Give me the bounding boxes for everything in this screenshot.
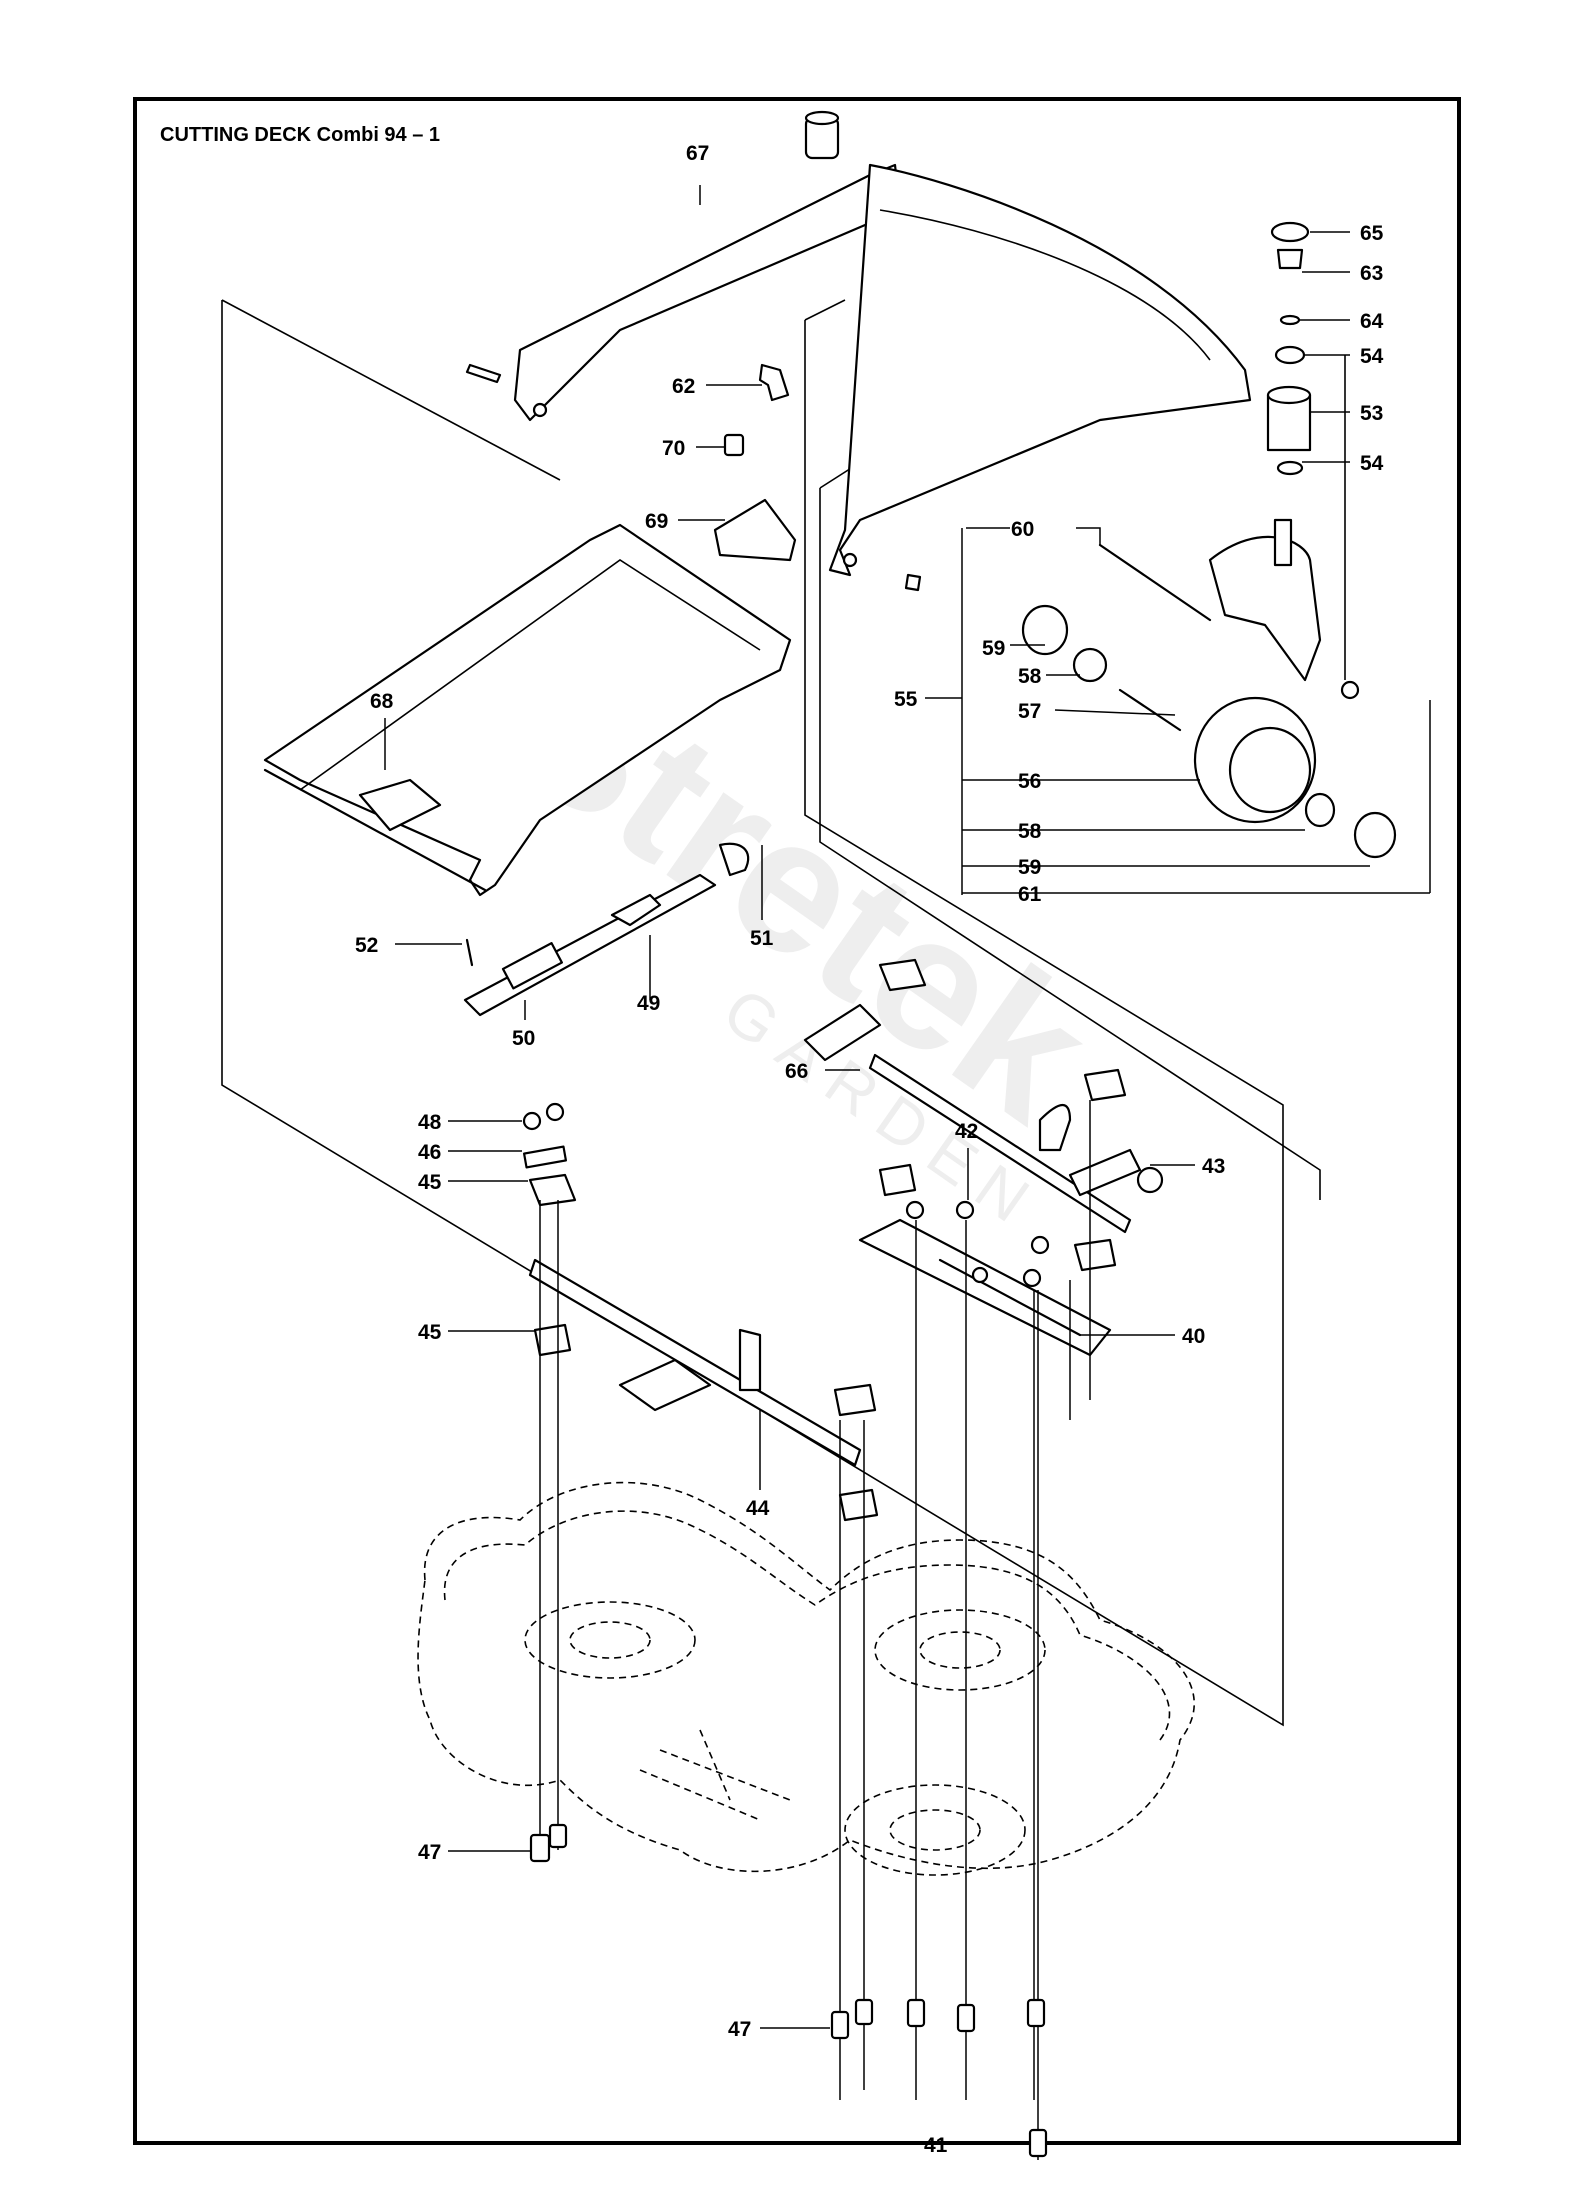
- callout-49: 49: [637, 992, 660, 1015]
- callout-48: 48: [418, 1111, 442, 1134]
- callout-63: 63: [1360, 262, 1383, 285]
- lift-rod: [463, 842, 750, 1017]
- bolt-lines: [539, 1100, 1091, 2160]
- callout-50: 50: [512, 1027, 535, 1050]
- callout-54-lower: 54: [1360, 452, 1384, 475]
- callout-40: 40: [1182, 1325, 1205, 1348]
- callout-45-upper: 45: [418, 1171, 442, 1194]
- callout-45-lower: 45: [418, 1321, 442, 1344]
- callout-42: 42: [955, 1120, 978, 1143]
- callout-46: 46: [418, 1141, 441, 1164]
- pivot-stack: [1266, 221, 1312, 476]
- diagram-title: CUTTING DECK Combi 94 – 1: [160, 124, 441, 146]
- bushings-and-hardware: [522, 958, 1127, 1522]
- brackets: [713, 363, 797, 562]
- callout-68: 68: [370, 690, 394, 713]
- caster-wheel-assembly: [1021, 518, 1397, 859]
- callout-58-upper: 58: [1018, 665, 1042, 688]
- callout-57: 57: [1018, 700, 1041, 723]
- callout-51: 51: [750, 927, 774, 950]
- callout-53: 53: [1360, 402, 1383, 425]
- callout-41: 41: [924, 2134, 948, 2157]
- callout-54-upper: 54: [1360, 345, 1384, 368]
- callout-60: 60: [1011, 518, 1034, 541]
- front-axle-assembly: [803, 1003, 1164, 1234]
- mower-deck: [417, 1481, 1195, 1876]
- callout-64: 64: [1360, 310, 1384, 333]
- callout-61: 61: [1018, 883, 1042, 906]
- lift-arm-assembly: [465, 110, 1252, 592]
- lift-frame: [263, 523, 792, 897]
- callout-69: 69: [645, 510, 668, 533]
- callout-44: 44: [746, 1497, 770, 1520]
- callout-43: 43: [1202, 1155, 1225, 1178]
- callout-47-bottom: 47: [728, 2018, 751, 2041]
- callout-55: 55: [894, 688, 918, 711]
- cross-member: [858, 1218, 1112, 1357]
- diagram-frame: [133, 97, 1461, 2145]
- callout-59-lower: 59: [1018, 856, 1041, 879]
- callout-67: 67: [686, 142, 709, 165]
- callout-66: 66: [785, 1060, 808, 1083]
- callout-47-left: 47: [418, 1841, 441, 1864]
- callout-59-upper: 59: [982, 637, 1005, 660]
- bolt-heads: [529, 1823, 1048, 2158]
- callout-52: 52: [355, 934, 378, 957]
- callout-65: 65: [1360, 222, 1384, 245]
- callout-labels: 67 65 63 64 54 53 54 62 70 69 60 59 58 5…: [355, 142, 1384, 2157]
- callout-58-lower: 58: [1018, 820, 1042, 843]
- rear-axle-assembly: [528, 1258, 862, 1467]
- leader-lines: [384, 185, 1431, 2145]
- callout-62: 62: [672, 375, 695, 398]
- callout-56: 56: [1018, 770, 1041, 793]
- callout-70: 70: [662, 437, 685, 460]
